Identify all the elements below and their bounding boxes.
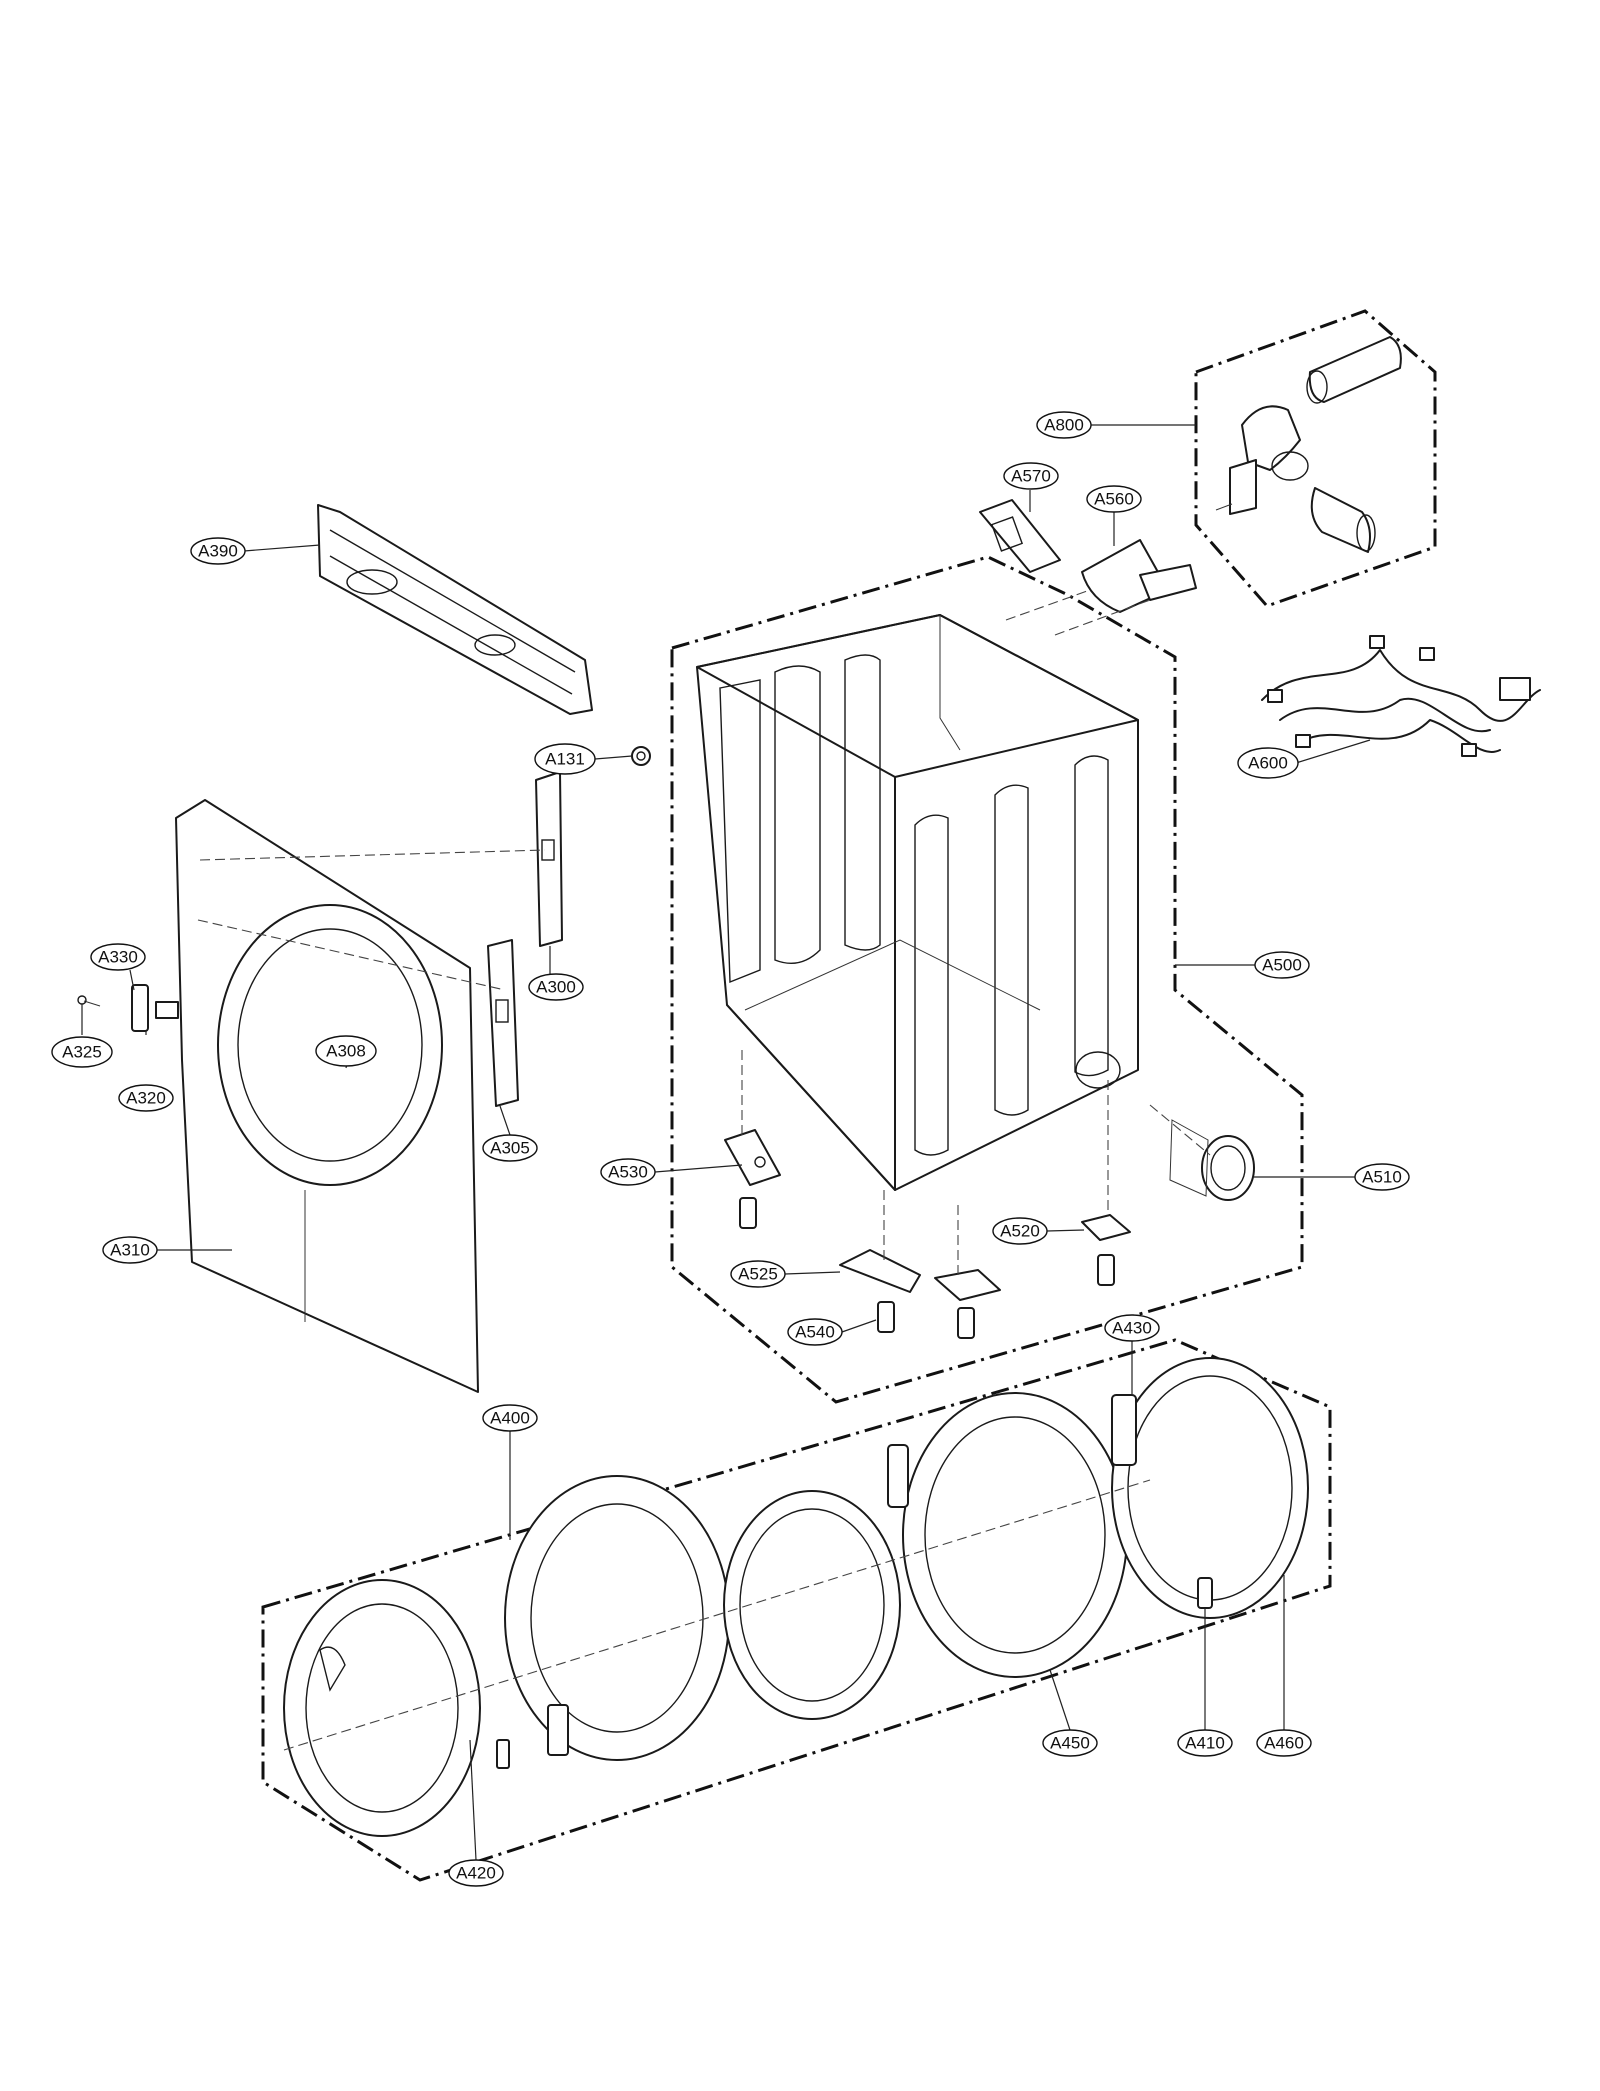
callout-a530[interactable]: A530 [600, 1158, 656, 1186]
svg-text:A570: A570 [1011, 467, 1051, 486]
svg-text:A400: A400 [490, 1409, 530, 1428]
svg-text:A300: A300 [536, 978, 576, 997]
callout-a390[interactable]: A390 [190, 537, 246, 565]
callout-a800[interactable]: A800 [1036, 411, 1092, 439]
callout-a570[interactable]: A570 [1003, 462, 1059, 490]
callout-a600[interactable]: A600 [1237, 747, 1299, 779]
callout-a450[interactable]: A450 [1042, 1729, 1098, 1757]
callout-a525[interactable]: A525 [730, 1260, 786, 1288]
svg-text:A430: A430 [1112, 1319, 1152, 1338]
svg-text:A600: A600 [1248, 754, 1288, 773]
svg-text:A325: A325 [62, 1043, 102, 1062]
svg-text:A410: A410 [1185, 1734, 1225, 1753]
callout-a510[interactable]: A510 [1354, 1163, 1410, 1191]
exhaust-duct-kit [1215, 336, 1402, 553]
front-panel [175, 799, 479, 1393]
svg-text:A131: A131 [545, 750, 585, 769]
callout-a325[interactable]: A325 [51, 1036, 113, 1068]
callout-a330[interactable]: A330 [90, 943, 146, 971]
top-support-rail [317, 504, 593, 715]
callout-a560[interactable]: A560 [1086, 485, 1142, 513]
svg-text:A560: A560 [1094, 490, 1134, 509]
duct-group-boundary [1194, 309, 1437, 608]
svg-text:A540: A540 [795, 1323, 835, 1342]
svg-text:A308: A308 [326, 1042, 366, 1061]
leader-lines [81, 424, 1371, 1861]
callout-a460[interactable]: A460 [1256, 1729, 1312, 1757]
svg-text:A420: A420 [456, 1864, 496, 1883]
wire-harness [1261, 635, 1541, 757]
callout-a305[interactable]: A305 [482, 1134, 538, 1162]
part-callouts: A800 A570 A560 A390 A131 A600 A330 A300 [51, 411, 1410, 1887]
door-group-boundary [261, 1338, 1332, 1882]
group-boundaries [261, 309, 1437, 1882]
svg-text:A800: A800 [1044, 416, 1084, 435]
svg-text:A460: A460 [1264, 1734, 1304, 1753]
cabinet-group-boundary [670, 555, 1304, 1404]
callout-a540[interactable]: A540 [787, 1318, 843, 1346]
callout-a310[interactable]: A310 [102, 1236, 158, 1264]
svg-text:A330: A330 [98, 948, 138, 967]
exhaust-duct [1169, 1119, 1255, 1201]
svg-text:A525: A525 [738, 1265, 778, 1284]
svg-text:A390: A390 [198, 542, 238, 561]
callout-a320[interactable]: A320 [118, 1084, 174, 1112]
callout-a131[interactable]: A131 [534, 743, 596, 775]
parts [77, 336, 1541, 1837]
callout-a410[interactable]: A410 [1177, 1729, 1233, 1757]
latch-hardware [77, 984, 353, 1130]
svg-text:A310: A310 [110, 1241, 150, 1260]
grommet [631, 746, 651, 766]
svg-text:A510: A510 [1362, 1168, 1402, 1187]
hinge-plates [487, 771, 563, 1107]
callout-a308[interactable]: A308 [315, 1035, 377, 1067]
callout-a300[interactable]: A300 [528, 973, 584, 1001]
svg-text:A520: A520 [1000, 1222, 1040, 1241]
callout-a430[interactable]: A430 [1104, 1314, 1160, 1342]
cabinet-frame [696, 614, 1139, 1191]
door-assembly [283, 1357, 1309, 1837]
leveling-feet [724, 1129, 1131, 1339]
alignment-lines [197, 589, 1211, 1751]
callout-a400[interactable]: A400 [482, 1404, 538, 1432]
vent-bracket-plate [979, 499, 1061, 573]
svg-text:A530: A530 [608, 1163, 648, 1182]
svg-text:A320: A320 [126, 1089, 166, 1108]
svg-text:A305: A305 [490, 1139, 530, 1158]
svg-text:A450: A450 [1050, 1734, 1090, 1753]
svg-text:A500: A500 [1262, 956, 1302, 975]
callout-a500[interactable]: A500 [1254, 951, 1310, 979]
callout-a420[interactable]: A420 [448, 1859, 504, 1887]
callout-a520[interactable]: A520 [992, 1217, 1048, 1245]
duct-elbow [1081, 539, 1197, 613]
